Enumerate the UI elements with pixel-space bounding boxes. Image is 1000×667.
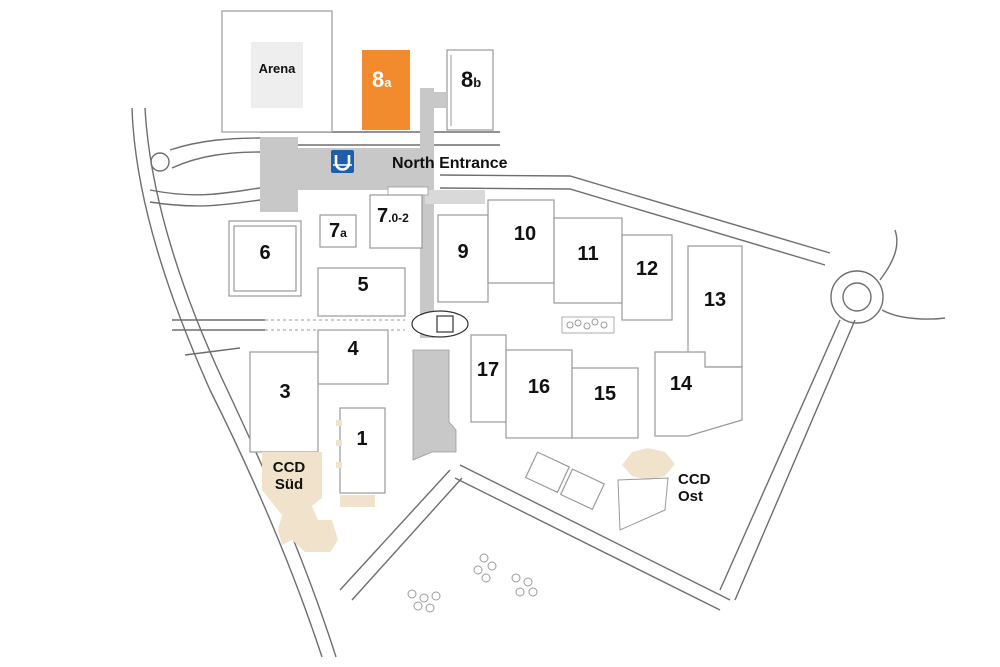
hall-3-number: 3 bbox=[279, 381, 290, 403]
central-roundabout bbox=[411, 310, 469, 338]
hall-8a-number: 8a bbox=[372, 67, 392, 92]
ccd-ost[interactable]: CCD Ost bbox=[617, 448, 711, 531]
hall-13-number: 13 bbox=[704, 289, 726, 311]
hall-17[interactable]: 17 bbox=[470, 334, 507, 423]
hall-15-number: 15 bbox=[594, 383, 616, 405]
hall-10-number: 10 bbox=[514, 223, 536, 245]
hall-3[interactable]: 3 bbox=[249, 351, 319, 453]
subway-icon[interactable] bbox=[331, 150, 354, 173]
ccd-ost-label-line2: Ost bbox=[678, 488, 703, 505]
hall-15[interactable]: 15 bbox=[571, 367, 639, 439]
hall-4-number: 4 bbox=[347, 338, 359, 360]
north-entrance-building[interactable] bbox=[260, 88, 485, 338]
tree-cluster bbox=[561, 316, 615, 334]
arena-label: Arena bbox=[259, 61, 297, 76]
hall-14-number: 14 bbox=[670, 373, 693, 395]
arena[interactable]: Arena bbox=[221, 10, 333, 133]
hall-12-number: 12 bbox=[636, 258, 658, 280]
hall-7[interactable]: 7.0-2 bbox=[369, 194, 423, 249]
hall-5[interactable]: 5 bbox=[317, 267, 406, 317]
ccd-sued[interactable]: CCD Süd bbox=[262, 452, 338, 552]
hall-4[interactable]: 4 bbox=[317, 329, 389, 385]
hall-9-number: 9 bbox=[457, 241, 468, 263]
ccd-ost-label-line1: CCD bbox=[678, 471, 711, 488]
hall-6[interactable]: 6 bbox=[228, 220, 302, 297]
hall-16-number: 16 bbox=[528, 376, 550, 398]
ccd-sued-label-line1: CCD bbox=[273, 459, 306, 476]
hall-17-number: 17 bbox=[477, 359, 499, 381]
hall-1[interactable]: 1 bbox=[336, 407, 386, 507]
hall-14[interactable]: 14 bbox=[654, 351, 743, 437]
hall-11-number: 11 bbox=[577, 243, 598, 265]
hall-7a-number: 7a bbox=[329, 220, 347, 242]
hall-13[interactable]: 13 bbox=[687, 245, 743, 368]
parking-structure bbox=[412, 349, 457, 461]
hall-16[interactable]: 16 bbox=[505, 349, 573, 439]
hall-1-number: 1 bbox=[356, 428, 367, 450]
tree-group-bottom bbox=[407, 553, 538, 613]
hall-7a[interactable]: 7a bbox=[319, 214, 357, 248]
hall-7-number: 7.0-2 bbox=[377, 205, 409, 227]
service-building bbox=[524, 451, 606, 511]
hall-10[interactable]: 10 bbox=[487, 199, 555, 284]
hall-11[interactable]: 11 bbox=[553, 217, 623, 304]
hall-12[interactable]: 12 bbox=[621, 234, 673, 321]
hall-8b-number: 8b bbox=[461, 67, 481, 92]
hall-6-number: 6 bbox=[259, 242, 270, 264]
hall-5-number: 5 bbox=[357, 274, 368, 296]
hall-8a[interactable]: 8a bbox=[362, 50, 410, 130]
hall-8b[interactable]: 8b bbox=[446, 49, 494, 131]
ccd-sued-label-line2: Süd bbox=[275, 476, 303, 493]
north-entrance-label: North Entrance bbox=[392, 155, 508, 172]
hall-9[interactable]: 9 bbox=[437, 214, 489, 303]
